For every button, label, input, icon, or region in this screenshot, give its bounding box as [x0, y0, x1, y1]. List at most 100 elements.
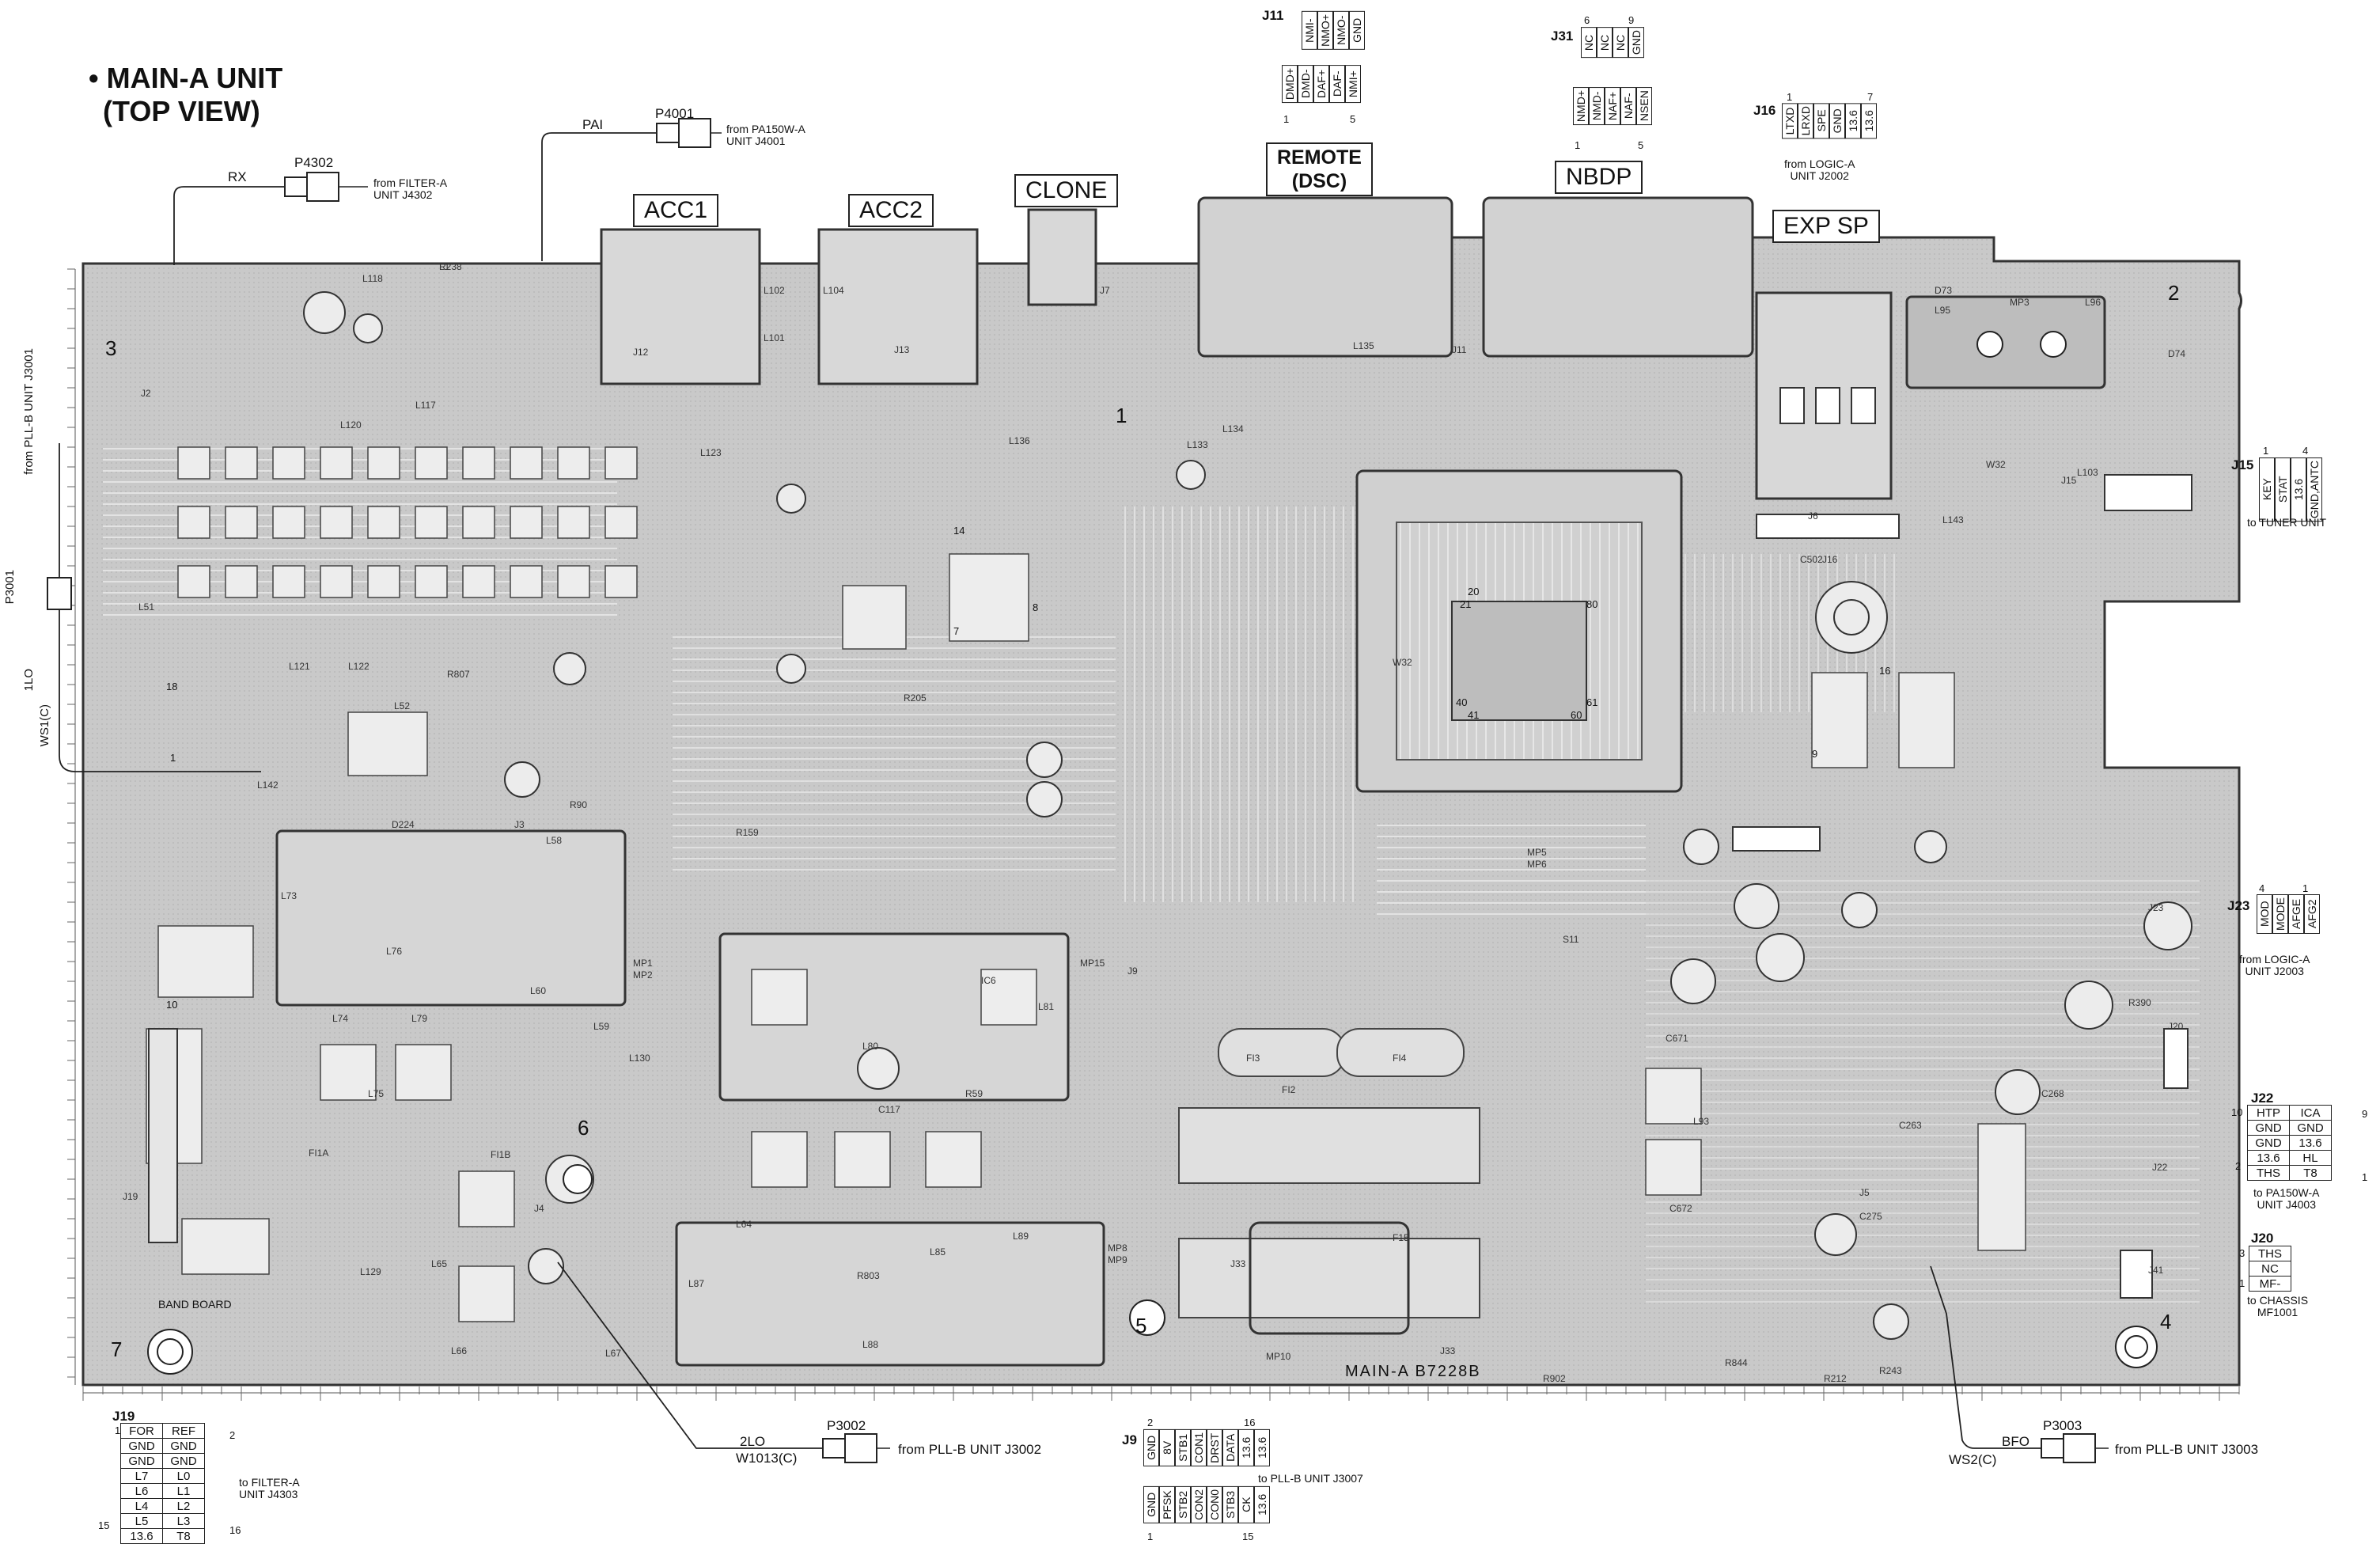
p3003-note: from PLL-B UNIT J3003 — [2115, 1442, 2259, 1457]
p3002-note: from PLL-B UNIT J3002 — [898, 1442, 1042, 1457]
j9-pin: 8V — [1159, 1429, 1175, 1466]
j11-pin: DAF+ — [1313, 65, 1329, 104]
j11-pin: DAF- — [1329, 65, 1345, 104]
ic-pin-14: 14 — [953, 525, 965, 537]
component-ref-label: L81 — [1038, 1001, 1055, 1012]
component-ref-label: L65 — [431, 1258, 448, 1269]
component-ref-label: R390 — [2128, 997, 2151, 1008]
j23-title: J23 — [2227, 898, 2250, 913]
j16-pin: 13.6 — [1861, 103, 1877, 139]
component-ref-label: L122 — [348, 661, 370, 672]
component-ref-label: L89 — [1013, 1231, 1029, 1242]
j9-pin: STB2 — [1175, 1486, 1191, 1523]
component-ref-label: L76 — [386, 946, 403, 957]
component-ref-label: L120 — [340, 419, 362, 431]
j11-pin: NMO- — [1333, 11, 1349, 50]
j11-top-row: NMI- NMO+ NMO- GND — [1302, 11, 1365, 50]
j23-pin: MODE — [2272, 894, 2288, 934]
component-ref-label: C117 — [878, 1104, 900, 1115]
j16-pin: 13.6 — [1845, 103, 1861, 139]
pai-wire-label: PAI — [582, 117, 604, 132]
component-ref-label: D73 — [1935, 285, 1953, 296]
cpu-pin-60: 60 — [1571, 709, 1582, 721]
1lo-wire-label: 1LO — [22, 669, 36, 692]
j15-pin-1: 1 — [2263, 445, 2269, 457]
w1013c-coax-label: W1013(C) — [736, 1451, 798, 1466]
rx-wire-label: RX — [228, 169, 247, 184]
j22-pin: ICA — [2289, 1105, 2332, 1121]
j9-top-row: GND 8V STB1 CON1 DRST DATA 13.6 13.6 — [1143, 1429, 1270, 1466]
component-ref-label: J22 — [2152, 1162, 2168, 1173]
component-ref-label: L74 — [332, 1013, 349, 1024]
j20-note: to CHASSIS MF1001 — [2247, 1294, 2309, 1318]
component-ref-label: MP1 — [633, 958, 653, 969]
j19-pin: L2 — [162, 1498, 205, 1514]
j22-pin-2: 2 — [2235, 1160, 2242, 1172]
j9-pin: 13.6 — [1254, 1486, 1270, 1523]
component-ref-label: J4 — [534, 1203, 544, 1214]
j9-note: to PLL-B UNIT J3007 — [1258, 1472, 1363, 1485]
component-ref-label: L142 — [257, 780, 279, 791]
j9-title: J9 — [1122, 1432, 1137, 1447]
component-ref-label: L80 — [862, 1041, 879, 1052]
board-corner-5: 5 — [1135, 1314, 1147, 1337]
j9-pin: CON2 — [1191, 1486, 1207, 1523]
j9-pin-15: 15 — [1242, 1531, 1254, 1542]
j9-pin: 13.6 — [1238, 1429, 1254, 1466]
j9-pin-16: 16 — [1244, 1417, 1256, 1428]
cpu-pin-21: 21 — [1460, 598, 1472, 610]
j11-title: J11 — [1262, 8, 1284, 23]
j22-pin: GND — [2289, 1120, 2332, 1136]
component-ref-label: MP8 — [1108, 1242, 1127, 1254]
j15-note: to TUNER UNIT — [2247, 516, 2327, 529]
component-ref-label: L123 — [700, 447, 722, 458]
ic-pin-9: 9 — [1812, 748, 1818, 760]
j19-title: J19 — [112, 1409, 135, 1424]
j9-pin: CON1 — [1191, 1429, 1207, 1466]
board-corner-3: 3 — [105, 336, 117, 360]
j15-pin: KEY — [2259, 457, 2275, 522]
board-corner-4: 4 — [2160, 1310, 2172, 1333]
component-ref-label: L96 — [2085, 297, 2101, 308]
j23-note: from LOGIC-A UNIT J2003 — [2239, 953, 2310, 977]
clone-label: CLONE — [1014, 174, 1119, 207]
j19-pin: 13.6 — [120, 1528, 163, 1544]
j15-pin: GND,ANTC — [2306, 457, 2322, 522]
j23-pins: MOD MODE AFGE AFG2 — [2257, 894, 2320, 934]
j22-pin: THS — [2247, 1165, 2290, 1181]
j23-pin: AFGE — [2288, 894, 2304, 934]
page-subtitle: (TOP VIEW) — [103, 95, 260, 127]
j20-pin-table: THS NC MF- — [2249, 1246, 2291, 1292]
j11-bottom-row: DMD+ DMD- DAF+ DAF- NMI+ — [1282, 65, 1361, 104]
j9-pin: GND — [1143, 1486, 1159, 1523]
j22-pin: HL — [2289, 1150, 2332, 1166]
component-ref-label: FI1A — [309, 1148, 329, 1159]
j11-pin: NMI+ — [1345, 65, 1361, 104]
j22-pin: GND — [2247, 1135, 2290, 1151]
component-ref-label: D224 — [392, 819, 415, 830]
component-ref-label: J6 — [1808, 510, 1818, 522]
j22-pin-9: 9 — [2362, 1108, 2368, 1120]
p3001-plug-label: P3001 — [3, 570, 17, 605]
component-ref-label: MP3 — [2010, 297, 2029, 308]
j19-pin-16: 16 — [229, 1524, 241, 1536]
component-ref-label: J9 — [1127, 965, 1138, 977]
j22-pin: 13.6 — [2247, 1150, 2290, 1166]
component-ref-label: R243 — [1879, 1365, 1902, 1376]
component-ref-label: L103 — [2077, 467, 2098, 478]
ic-pin-10: 10 — [166, 999, 178, 1011]
component-ref-label: J13 — [894, 344, 910, 355]
j16-title: J16 — [1753, 103, 1776, 118]
j31-pin: NC — [1613, 27, 1628, 59]
component-ref-label: L60 — [530, 985, 547, 996]
j20-title: J20 — [2251, 1231, 2274, 1246]
component-ref-label: C502 — [1800, 554, 1823, 565]
cpu-pin-41: 41 — [1468, 709, 1480, 721]
j15-pin: STAT — [2275, 457, 2291, 522]
board-marking: MAIN-A B7228B — [1345, 1363, 1481, 1380]
j31-pin: NAF- — [1620, 87, 1636, 126]
component-ref-label: MP9 — [1108, 1254, 1127, 1265]
j9-pin: STB1 — [1175, 1429, 1191, 1466]
p4302-note: from FILTER-A UNIT J4302 — [373, 176, 448, 201]
component-ref-label: J20 — [2168, 1021, 2184, 1032]
